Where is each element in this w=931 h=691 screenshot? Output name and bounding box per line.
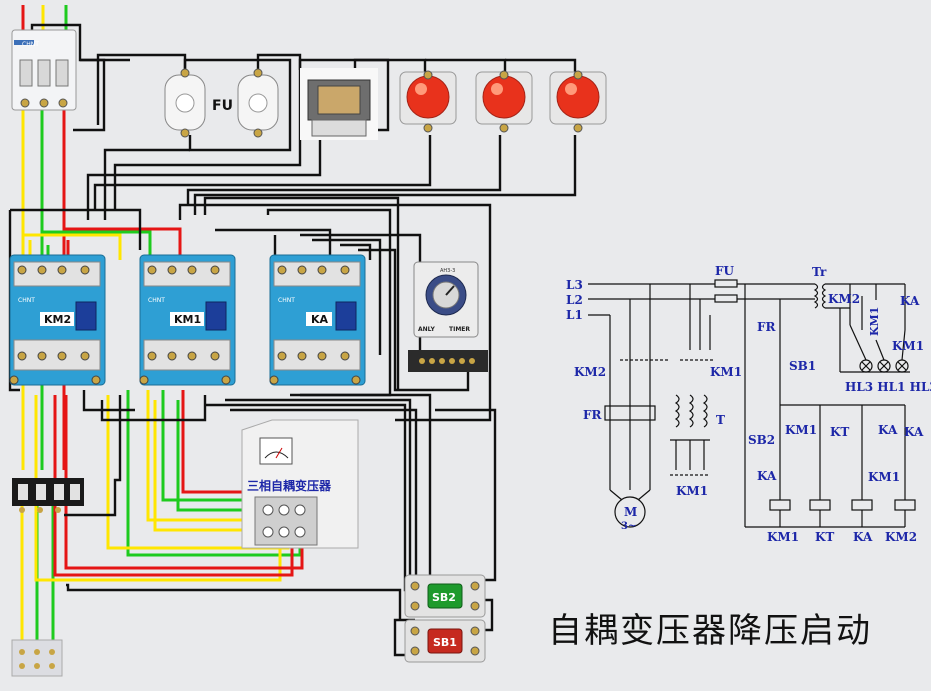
contactor-ka-brand: CHNT (278, 297, 295, 304)
label-tr: Tr (812, 265, 827, 279)
timer-brand: ANLY (418, 326, 436, 333)
indicator-lamp-3 (549, 70, 607, 133)
control-transformer (300, 68, 378, 140)
label-ka-contact2: KA (904, 425, 924, 439)
contactor-ka-label: KA (311, 313, 329, 326)
label-l3: L3 (566, 278, 583, 292)
label-km1-bottom: KM1 (676, 484, 708, 498)
label-km1-vertical: KM1 (868, 307, 881, 336)
coil-label-ka: KA (853, 530, 873, 544)
circuit-breaker[interactable]: CHNT (11, 29, 77, 111)
label-sb1: SB1 (789, 359, 816, 373)
label-t: T (716, 413, 725, 427)
label-ka-top: KA (900, 294, 920, 308)
fuse-2 (237, 68, 279, 138)
label-fu: FU (715, 264, 735, 278)
sb2-label: SB2 (432, 591, 456, 604)
fuse-1 (164, 68, 206, 138)
breaker-brand: CHNT (22, 41, 39, 48)
label-kt-contact: KT (830, 425, 849, 439)
schematic-labels: L3 L2 L1 FU Tr KM2 KA KM1 KM1 HL3 HL1 HL… (566, 264, 931, 544)
indicator-lamp-2 (475, 70, 533, 133)
label-sb2: SB2 (748, 433, 775, 447)
contactor-km1: CHNT KM1 (139, 254, 236, 386)
schematic-diagram (588, 279, 916, 528)
label-ka-contact1: KA (878, 423, 898, 437)
coil-label-kt: KT (815, 530, 834, 544)
autotransformer-label: 三相自耦变压器 (247, 478, 332, 493)
contactor-km2-label: KM2 (44, 313, 71, 326)
diagram-title: 自耦变压器降压启动 (548, 611, 872, 651)
label-l2: L2 (566, 293, 583, 307)
label-fr-main: FR (583, 408, 603, 422)
label-km2-top: KM2 (828, 292, 860, 306)
start-button-sb2[interactable]: SB2 (404, 574, 486, 618)
autotransformer: 三相自耦变压器 (241, 419, 359, 549)
contactor-km1-label: KM1 (174, 313, 201, 326)
coil-label-km2: KM2 (885, 530, 917, 544)
timer-relay: AH3-3 ANLY TIMER (408, 261, 488, 372)
contactor-km2: CHNT KM2 (9, 254, 106, 386)
label-l1: L1 (566, 308, 583, 322)
motor-terminal-block (11, 639, 63, 677)
coil-label-km1: KM1 (767, 530, 799, 544)
stop-button-sb1[interactable]: SB1 (404, 619, 486, 663)
thermal-overload-relay (12, 478, 84, 513)
contactor-terminals (9, 265, 361, 385)
label-km1-main: KM1 (710, 365, 742, 379)
label-km1-hold: KM1 (785, 423, 817, 437)
label-km1-lower: KM1 (868, 470, 900, 484)
label-lamps: HL3 HL1 HL2 (845, 380, 931, 394)
sb1-label: SB1 (433, 636, 457, 649)
contactor-km2-brand: CHNT (18, 297, 35, 304)
label-km2-left: KM2 (574, 365, 606, 379)
fuse-label: FU (212, 98, 233, 114)
contactor-ka: CHNT KA (269, 254, 366, 386)
contactor-km1-brand: CHNT (148, 297, 165, 304)
label-motor-3: 3~ (621, 521, 636, 532)
label-fr-top: FR (757, 320, 777, 334)
label-km1-right: KM1 (892, 339, 924, 353)
timer-label: TIMER (449, 326, 470, 333)
indicator-lamp-1 (399, 70, 457, 133)
label-ka-left: KA (757, 469, 777, 483)
timer-model: AH3-3 (440, 268, 455, 274)
label-motor-m: M (624, 505, 637, 519)
